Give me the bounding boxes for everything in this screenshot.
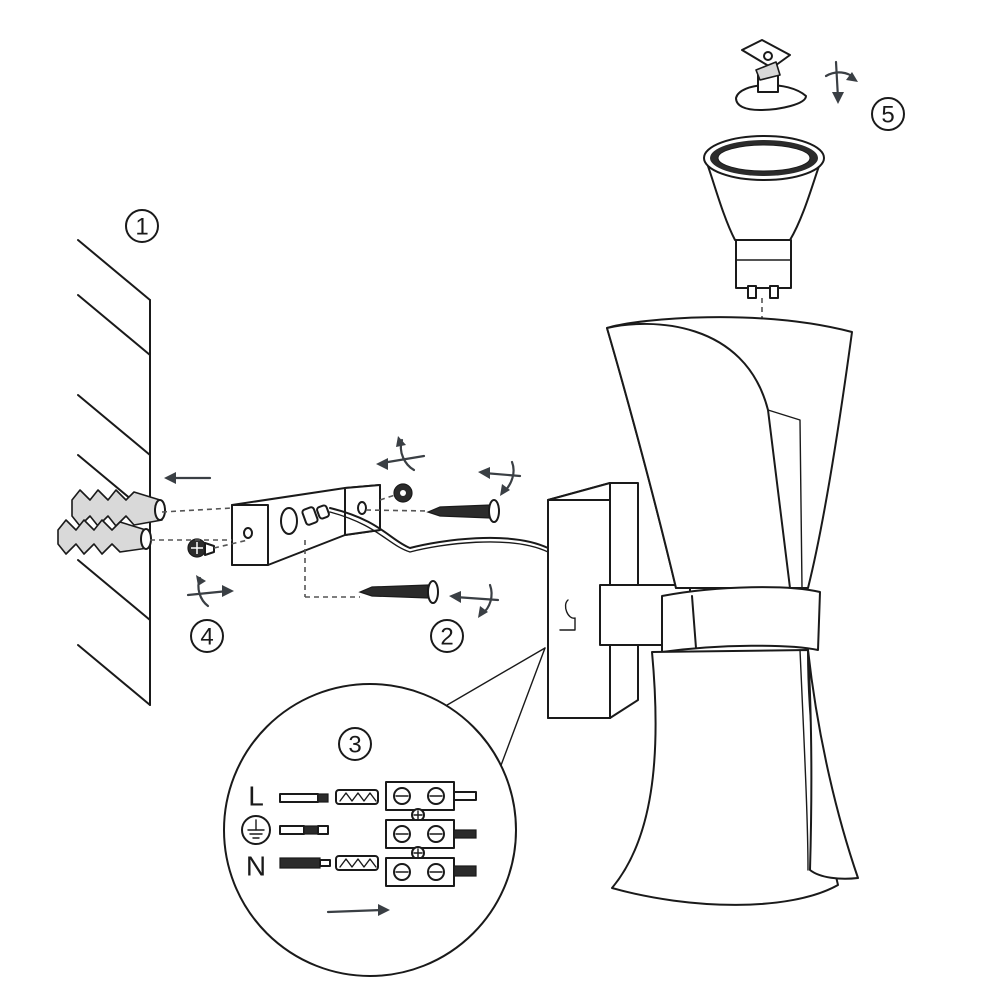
wall-hatch [77, 294, 151, 356]
bracket-nut [393, 483, 413, 503]
svg-text:5: 5 [881, 102, 894, 129]
step-badge-2: 2 [430, 619, 464, 653]
step-badge-4: 4 [190, 619, 224, 653]
bracket-screw-hole [357, 501, 367, 515]
long-screw-upper [426, 499, 500, 523]
bulb-suction-tool [735, 39, 807, 111]
svg-text:1: 1 [135, 214, 148, 241]
lamp-ring [661, 586, 821, 653]
wiring-callout: L N [223, 647, 546, 977]
wall-plug-upper [71, 489, 166, 527]
gu10-bulb [703, 135, 825, 299]
svg-text:3: 3 [348, 732, 361, 759]
wire-row-earth [279, 825, 329, 835]
insert-plug-arrow [164, 472, 212, 484]
step-badge-3: 3 [338, 727, 372, 761]
lamp-upper-shade [606, 316, 853, 589]
wall-hatch [77, 644, 151, 706]
bracket-hole [280, 507, 298, 535]
rotate-arrow-icon [478, 460, 522, 496]
wall-hatch [77, 394, 151, 456]
svg-text:2: 2 [440, 624, 453, 651]
mounting-bracket [231, 484, 381, 566]
lamp-lower-shade [611, 649, 859, 906]
bracket-screw [187, 538, 215, 558]
rotate-arrow-icon [449, 583, 500, 618]
earth-terminal [301, 506, 319, 526]
wiring-detail-circle [223, 683, 517, 977]
wall-hatch [77, 559, 151, 621]
wire-row-neutral [279, 855, 379, 871]
wire-row-live [279, 789, 379, 805]
rotate-arrow-icon [376, 436, 426, 472]
live-label: L [248, 781, 264, 812]
rotate-arrow-icon [824, 60, 858, 104]
step-badge-1: 1 [125, 209, 159, 243]
wall [77, 239, 151, 706]
rotate-arrow-icon [186, 575, 234, 608]
step-badge-5: 5 [871, 97, 905, 131]
svg-text:4: 4 [200, 624, 213, 651]
long-screw-lower [358, 580, 439, 604]
supply-cable [329, 507, 549, 553]
lamp-wall-plate [547, 482, 639, 719]
insert-wire-arrow [326, 904, 390, 916]
bracket-screw-hole [243, 527, 253, 539]
wall-plug-lower [57, 519, 152, 555]
terminal-block [385, 781, 477, 887]
wall-hatch [77, 239, 151, 301]
neutral-label: N [246, 851, 266, 882]
earth-ground-icon [241, 815, 271, 845]
